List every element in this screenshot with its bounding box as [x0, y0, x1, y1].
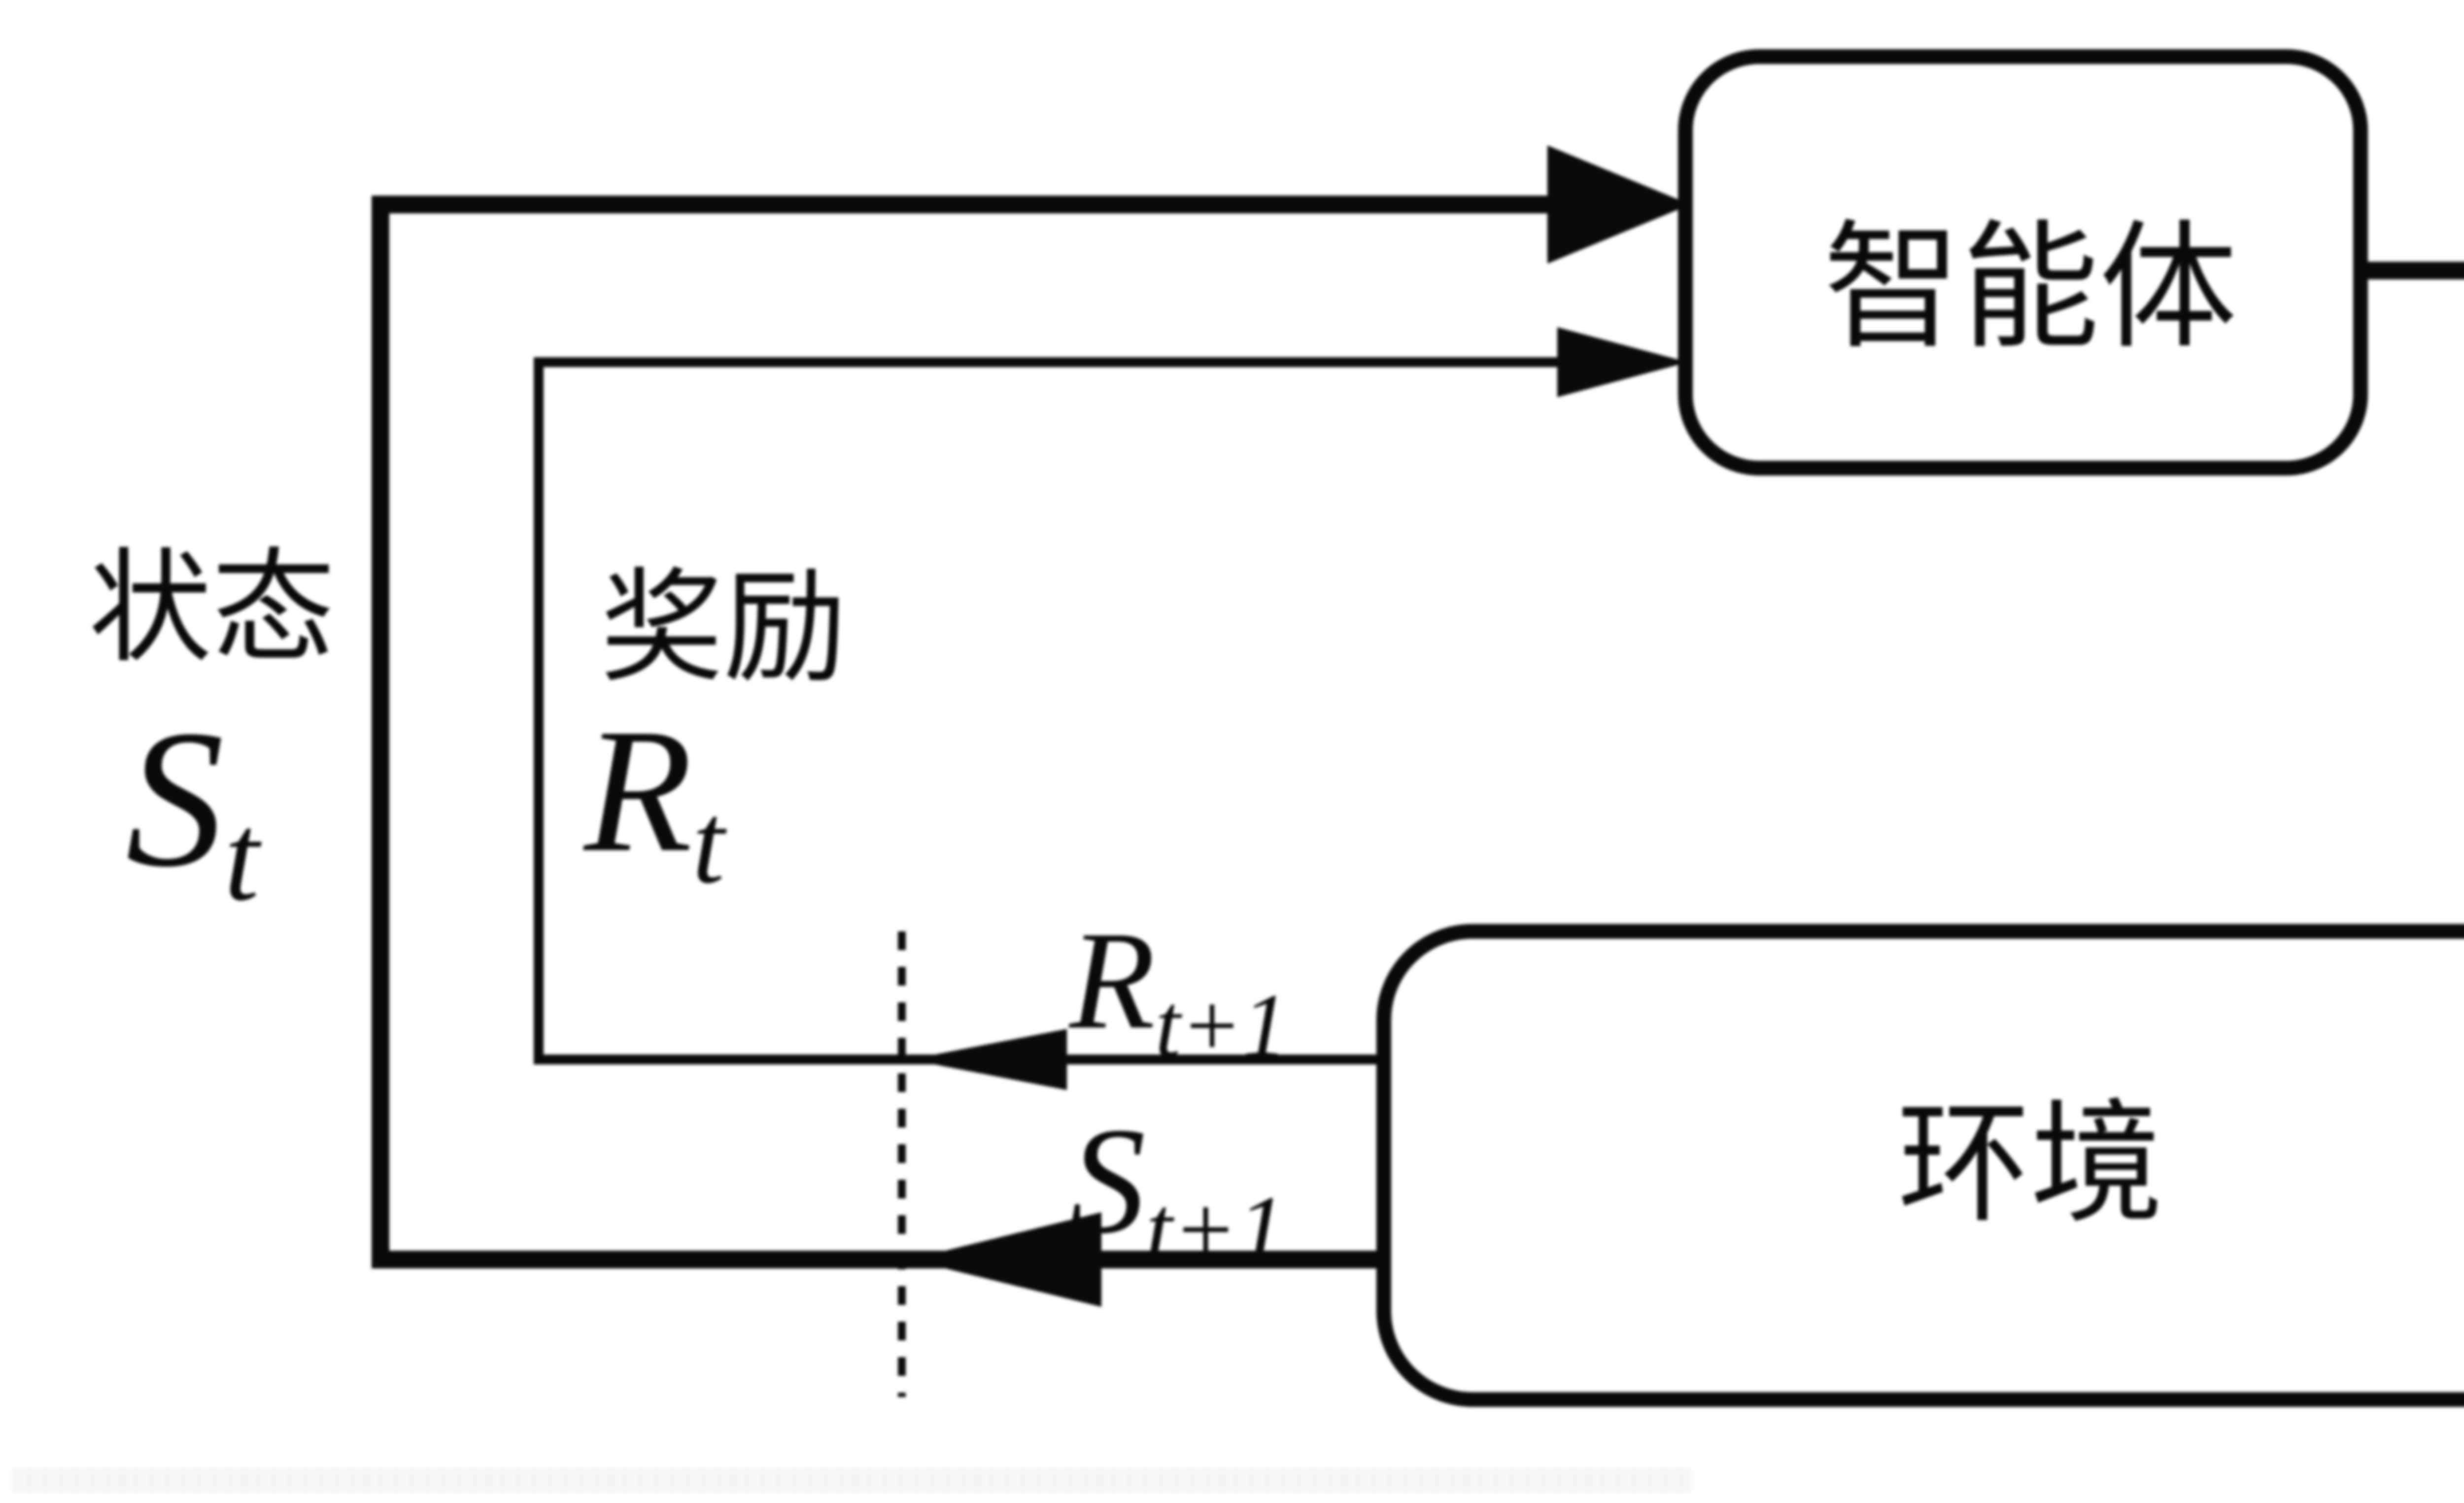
next-state-symbol: St+1	[1069, 1096, 1285, 1283]
environment-box	[1376, 924, 2464, 1407]
state-symbol-sub: t	[224, 788, 262, 927]
next-reward-arrowhead	[909, 1029, 1067, 1090]
next-reward-symbol-base: R	[1067, 902, 1156, 1058]
reward-into-agent-arrowhead	[1557, 327, 1688, 397]
state-caption: 状态	[89, 541, 335, 678]
next-state-arrowhead	[909, 1212, 1101, 1307]
next-state-symbol-base: S	[1069, 1096, 1146, 1265]
state-symbol: St	[126, 689, 262, 927]
state-line	[372, 196, 1567, 1268]
reward-symbol-base: R	[581, 692, 692, 888]
state-into-agent-arrowhead	[1547, 145, 1690, 264]
cropped-caption-artifact	[15, 1468, 1690, 1493]
state-symbol-base: S	[126, 689, 224, 908]
reward-caption: 奖励	[600, 561, 847, 697]
environment-label: 环境	[1897, 1092, 2163, 1239]
reward-symbol: Rt	[581, 692, 727, 907]
agent-box	[1678, 49, 2368, 476]
next-reward-symbol-sub: t+1	[1155, 975, 1288, 1076]
next-reward-symbol: Rt+1	[1067, 902, 1288, 1076]
next-state-symbol-sub: t+1	[1146, 1176, 1285, 1283]
agent-label: 智能体	[1823, 212, 2237, 365]
reward-symbol-sub: t	[692, 779, 727, 907]
